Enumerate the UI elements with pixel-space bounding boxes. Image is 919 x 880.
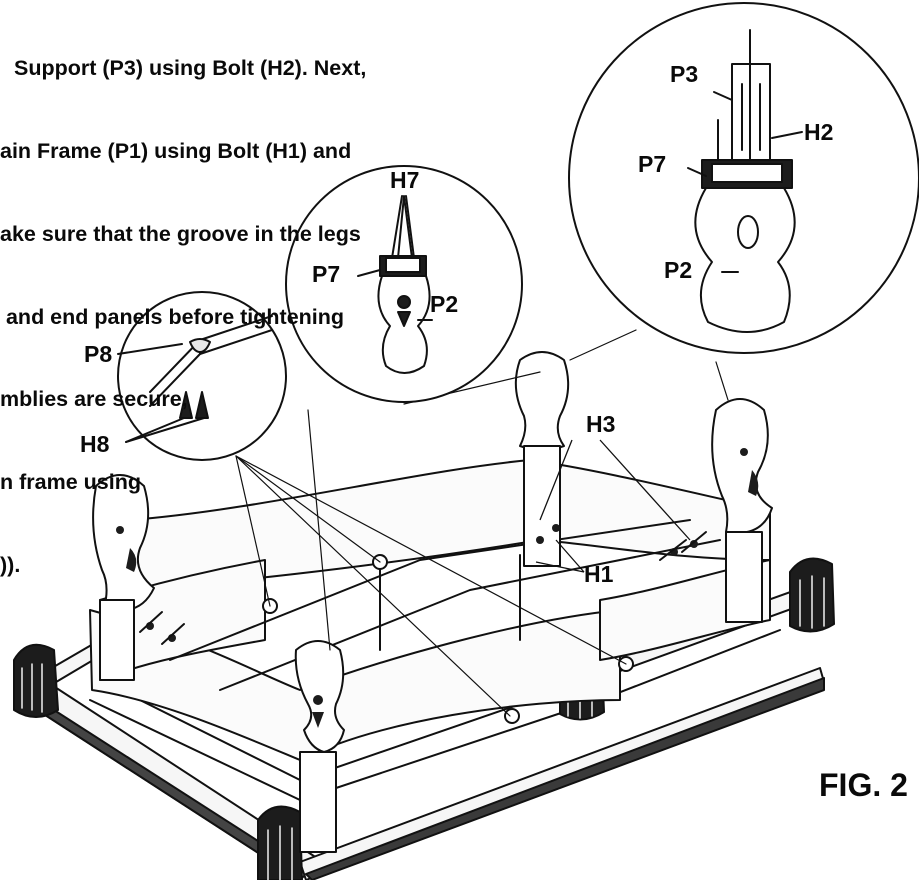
label-p2-mid: P2 [430, 291, 459, 317]
label-p3: P3 [670, 61, 699, 87]
label-p2-right: P2 [664, 257, 693, 283]
detail-circle-bracket [117, 291, 287, 461]
base-frame [21, 584, 825, 880]
instruction-line: and end panels before tightening [0, 304, 345, 329]
instruction-line: )). [0, 552, 21, 577]
instruction-line: mblies are secure, [0, 387, 188, 412]
label-h3: H3 [586, 411, 616, 437]
detail-circle-support-bolt [568, 2, 919, 354]
label-p7-mid: P7 [312, 261, 341, 287]
instruction-line: ain Frame (P1) using Bolt (H1) and [0, 138, 352, 163]
label-h7: H7 [390, 167, 420, 193]
instruction-line: ake sure that the groove in the legs [0, 221, 361, 246]
detail-circle-leg-bolt [285, 165, 523, 403]
instruction-line: Support (P3) using Bolt (H2). Next, [14, 56, 367, 81]
label-h8: H8 [80, 431, 110, 457]
leader-lines [235, 329, 729, 717]
instruction-text: Support (P3) using Bolt (H2). Next, ain … [0, 0, 366, 607]
figure-label: FIG. 2 [819, 767, 908, 803]
instruction-line: n frame using [0, 470, 141, 495]
label-p8: P8 [84, 341, 113, 367]
label-p7-right: P7 [638, 151, 667, 177]
label-h2: H2 [804, 119, 834, 145]
label-h1: H1 [584, 561, 614, 587]
